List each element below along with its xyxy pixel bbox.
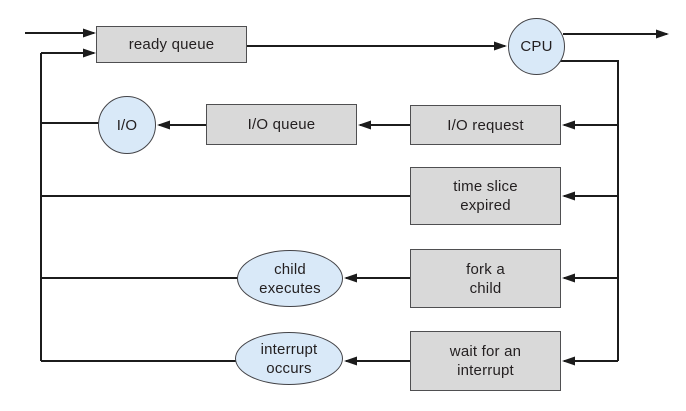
node-io: I/O: [98, 96, 156, 154]
node-child-executes-label-line1: child: [274, 260, 306, 278]
node-wait-for-interrupt-label-line2: interrupt: [457, 362, 514, 379]
node-fork-a-child: fork a child: [410, 249, 561, 308]
node-interrupt-occurs-label-line1: interrupt: [260, 340, 318, 358]
node-io-queue: I/O queue: [206, 104, 357, 145]
node-io-request: I/O request: [410, 105, 561, 145]
node-io-queue-label: I/O queue: [247, 116, 316, 133]
node-time-slice-expired: time slice expired: [410, 167, 561, 225]
node-fork-a-child-label-line2: child: [469, 279, 502, 297]
node-wait-for-interrupt: wait for an interrupt: [410, 331, 561, 391]
node-time-slice-expired-label-line2: expired: [460, 197, 511, 214]
node-ready-queue-label: ready queue: [128, 36, 215, 53]
node-cpu: CPU: [508, 18, 565, 75]
node-fork-a-child-label-line1: fork a: [466, 260, 505, 278]
node-io-request-label: I/O request: [447, 116, 524, 134]
node-time-slice-expired-label-line1: time slice: [453, 178, 518, 195]
node-child-executes: child executes: [237, 250, 343, 307]
node-io-label: I/O: [116, 116, 138, 134]
node-interrupt-occurs-label-line2: occurs: [266, 359, 312, 377]
node-wait-for-interrupt-label-line1: wait for an: [449, 343, 522, 360]
node-cpu-label: CPU: [520, 38, 553, 55]
node-child-executes-label-line2: executes: [259, 279, 321, 297]
node-interrupt-occurs: interrupt occurs: [235, 332, 343, 385]
node-ready-queue: ready queue: [96, 26, 247, 63]
edge-right-spine: [558, 60, 619, 361]
